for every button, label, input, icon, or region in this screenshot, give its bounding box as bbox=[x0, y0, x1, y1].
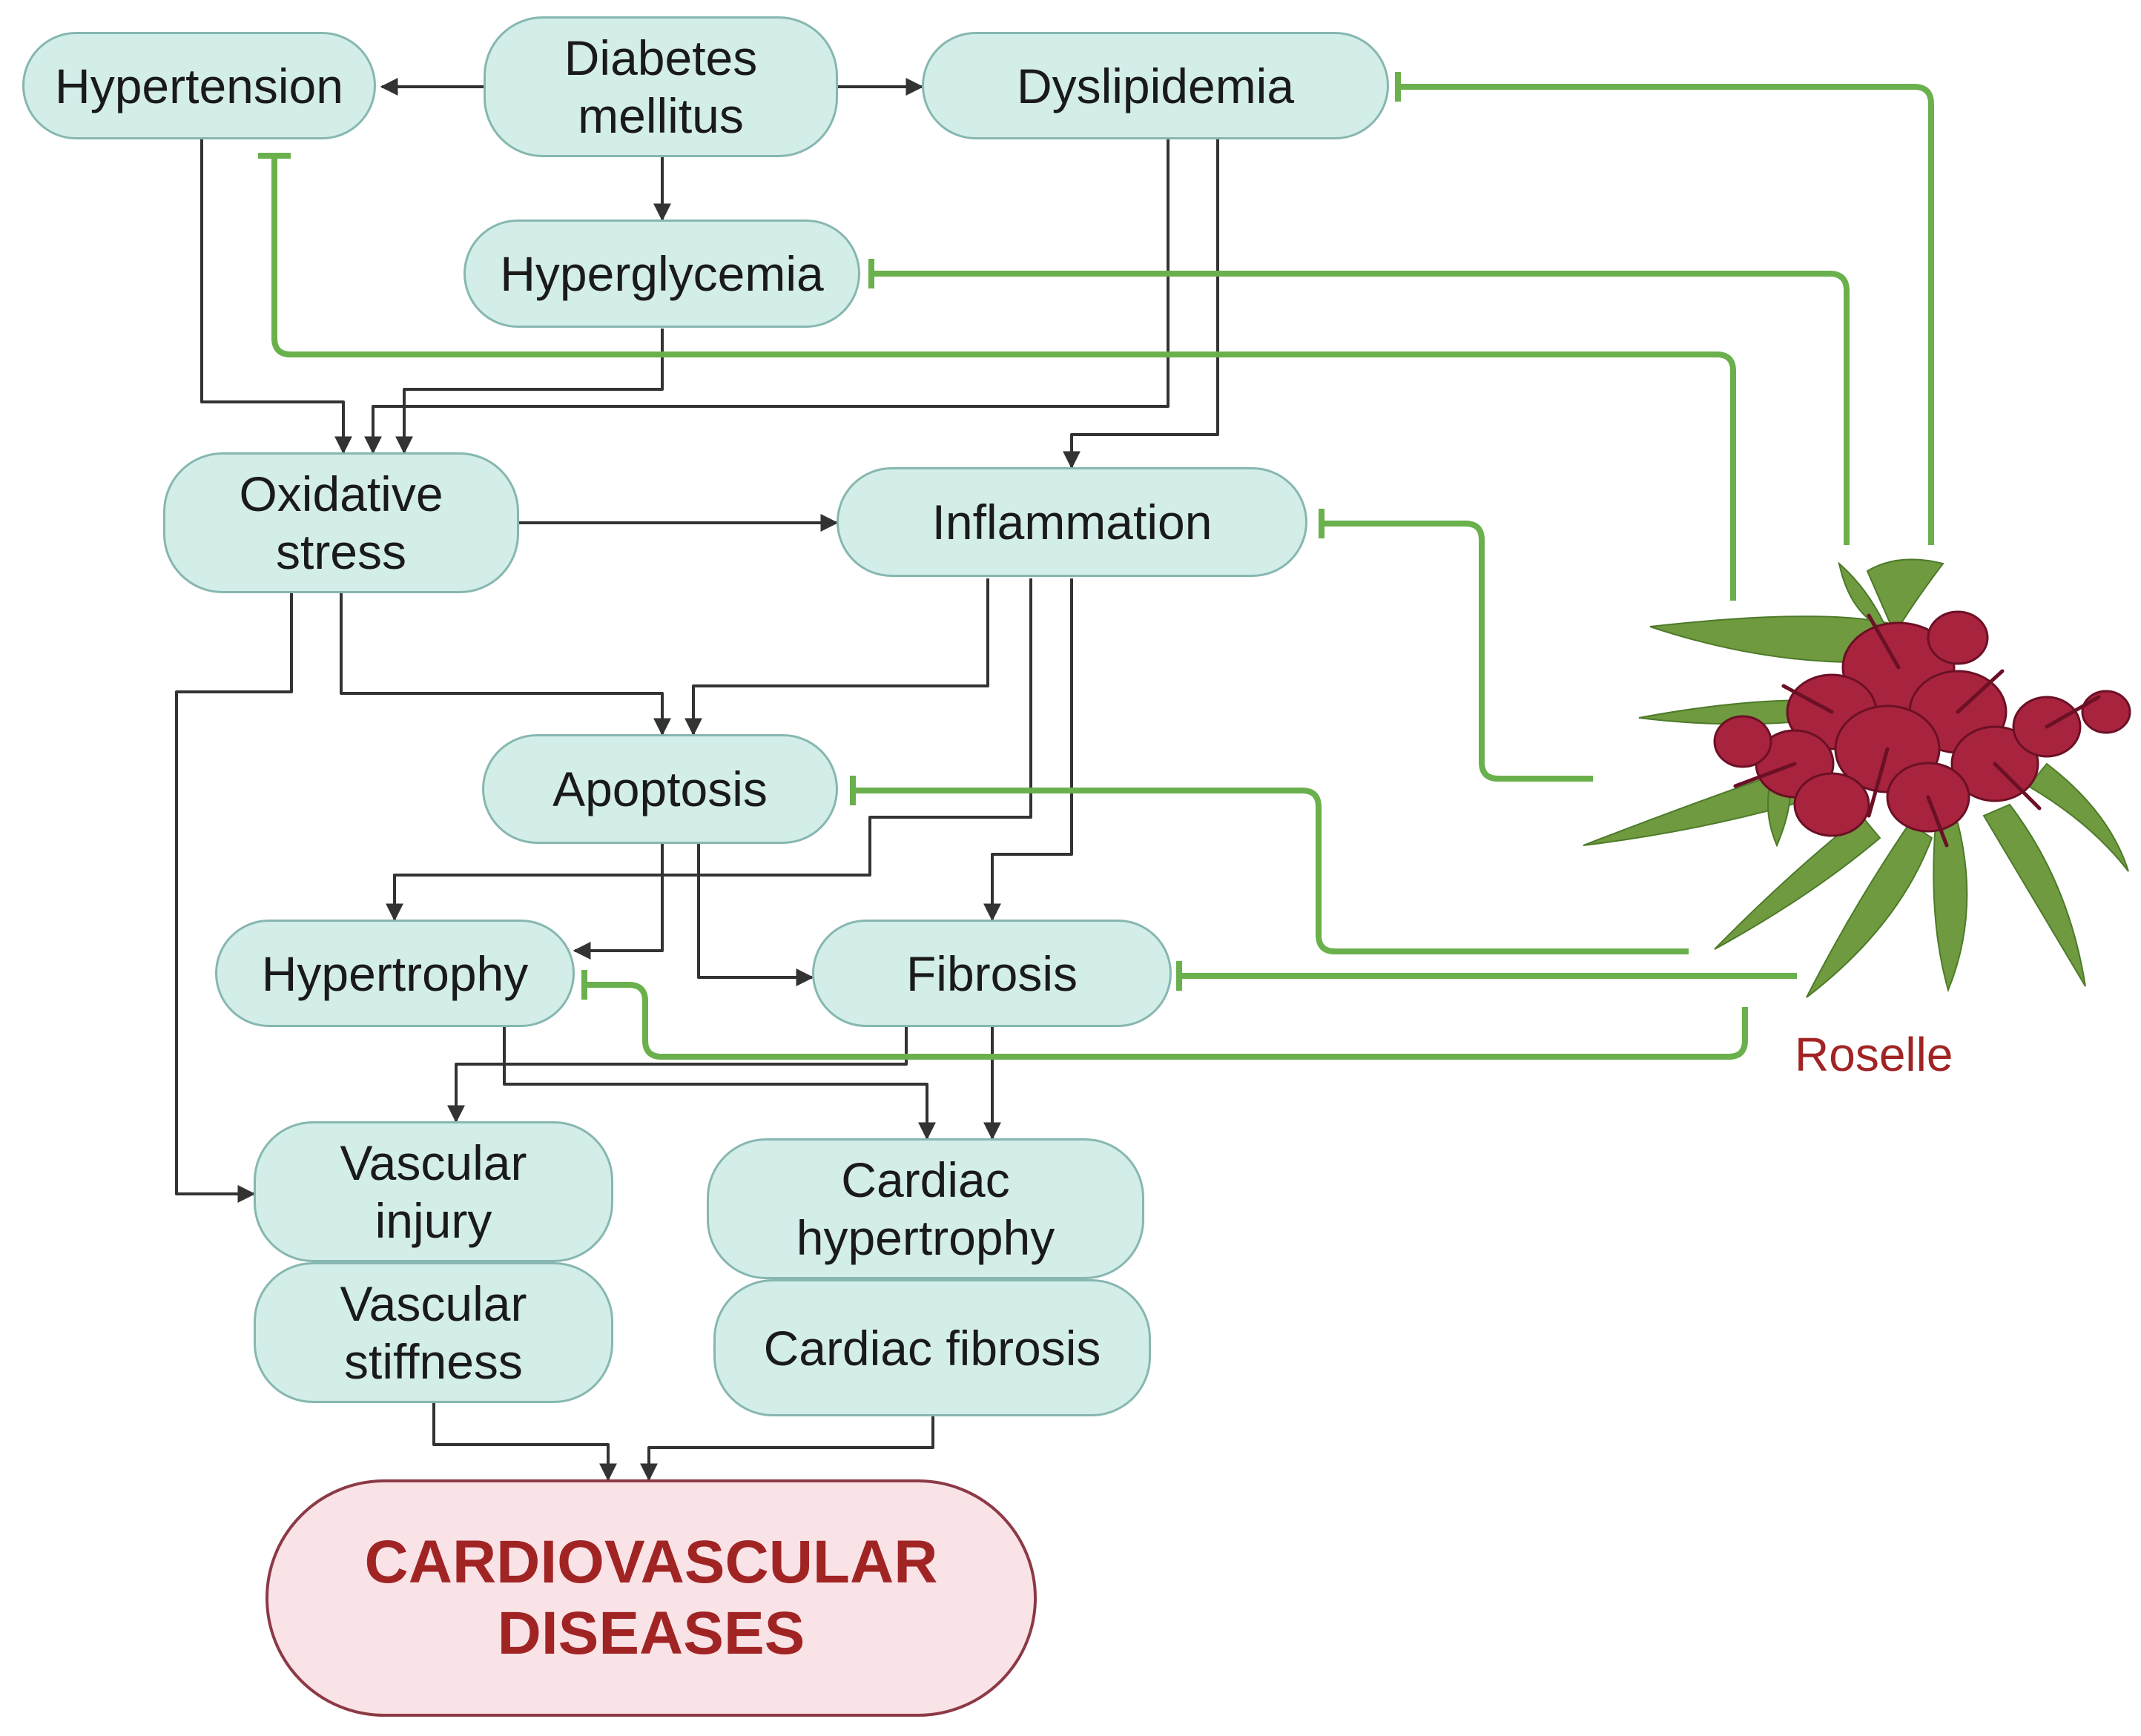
inhibit-inflammation bbox=[1322, 521, 1593, 782]
roselle-leaf bbox=[1649, 615, 1888, 663]
inhibit-hypertension bbox=[271, 156, 1736, 601]
arrow-oxidative-stress-to-apoptosis bbox=[340, 593, 671, 736]
node-inflammation: Inflammation bbox=[837, 467, 1307, 577]
arrow-dyslipidemia-to-inflammation bbox=[1063, 139, 1219, 469]
arrow-inflammation-to-apoptosis bbox=[684, 578, 989, 736]
roselle-leaf bbox=[1806, 822, 1933, 998]
arrow-apoptosis-to-fibrosis bbox=[697, 844, 814, 986]
inhibit-apoptosis bbox=[853, 788, 1689, 954]
roselle-label: Roselle bbox=[1795, 1028, 1953, 1081]
roselle-bract bbox=[1867, 613, 1901, 670]
arrow-hypertrophy-to-cardiac-hypertrophy bbox=[503, 1027, 936, 1141]
arrow-oxidative-stress-to-vascular-injury bbox=[175, 593, 293, 1203]
node-oxidative-stress: Oxidative stress bbox=[163, 452, 519, 593]
arrow-fibrosis-to-vascular-injury bbox=[447, 1027, 908, 1123]
roselle-leaf bbox=[1583, 762, 1818, 846]
roselle-bract bbox=[1993, 762, 2042, 811]
inhibit-hypertrophy bbox=[584, 982, 1748, 1060]
roselle-calyx bbox=[2081, 690, 2131, 734]
node-cardiac-fibrosis: Cardiac fibrosis bbox=[713, 1279, 1151, 1416]
node-hypertension: Hypertension bbox=[22, 32, 376, 139]
node-vascular-injury: Vascular injury bbox=[254, 1121, 613, 1262]
arrow-inflammation-to-fibrosis bbox=[983, 578, 1073, 922]
arrow-apoptosis-to-hypertrophy bbox=[573, 844, 664, 960]
inhibit-hyperglycemia bbox=[871, 271, 1850, 545]
inhibit-dyslipidemia bbox=[1398, 84, 1934, 545]
node-hypertrophy: Hypertrophy bbox=[215, 920, 575, 1027]
roselle-leaf bbox=[1638, 699, 1832, 725]
arrow-hyperglycemia-to-oxidative-stress bbox=[395, 329, 664, 455]
node-hyperglycemia: Hyperglycemia bbox=[464, 220, 860, 328]
arrow-cardiac-fibrosis-to-cvd bbox=[640, 1416, 934, 1482]
node-diabetes-mellitus: Diabetes mellitus bbox=[484, 16, 838, 157]
roselle-leaf bbox=[1866, 558, 1944, 636]
roselle-leaf bbox=[1714, 814, 1881, 950]
roselle-bract bbox=[1956, 669, 2005, 714]
node-fibrosis: Fibrosis bbox=[812, 920, 1172, 1027]
roselle-calyx bbox=[1713, 715, 1772, 768]
roselle-bract bbox=[1867, 747, 1890, 818]
roselle-calyx bbox=[1927, 610, 1989, 665]
roselle-bract bbox=[1781, 684, 1834, 714]
roselle-leaf bbox=[1982, 803, 2086, 987]
roselle-bract bbox=[2045, 695, 2101, 729]
node-cardiovascular-diseases: CARDIOVASCULAR DISEASES bbox=[265, 1479, 1037, 1717]
node-dyslipidemia: Dyslipidemia bbox=[922, 32, 1389, 139]
roselle-bract bbox=[1926, 795, 1949, 848]
roselle-plant-illustration bbox=[1583, 558, 2131, 998]
roselle-bract bbox=[1733, 762, 1797, 788]
arrow-inflammation-to-hypertrophy bbox=[386, 578, 1032, 922]
arrow-vascular-stiffness-to-cvd bbox=[432, 1402, 617, 1482]
roselle-leaf bbox=[1933, 822, 1968, 993]
node-vascular-stiffness: Vascular stiffness bbox=[254, 1262, 613, 1403]
node-cardiac-hypertrophy: Cardiac hypertrophy bbox=[707, 1138, 1144, 1279]
arrow-hypertension-to-oxidative-stress bbox=[200, 139, 352, 455]
node-apoptosis: Apoptosis bbox=[482, 734, 838, 844]
roselle-calyx bbox=[1793, 772, 1870, 837]
inhibition-lines bbox=[258, 72, 1934, 1060]
roselle-leaf bbox=[2027, 762, 2129, 872]
